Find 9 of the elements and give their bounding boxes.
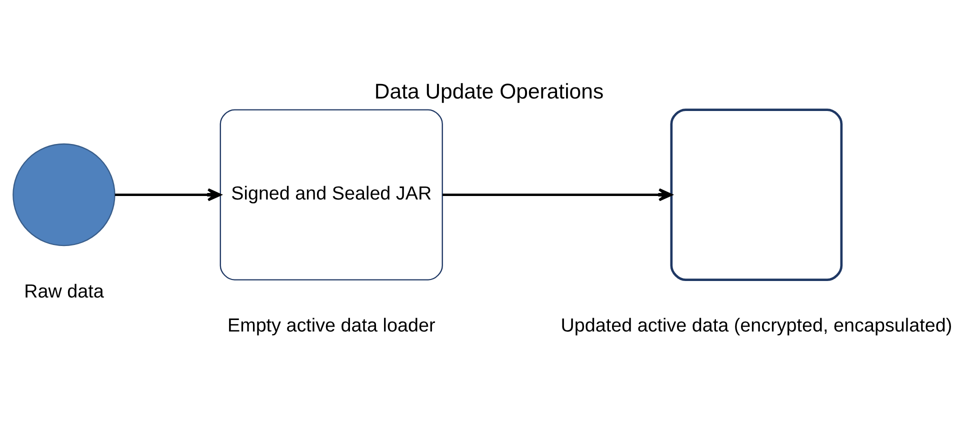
node-label: Empty active data loader — [228, 315, 436, 336]
node-label: Raw data — [24, 280, 104, 302]
arrow — [442, 188, 672, 201]
node-box: Signed and Sealed JAR — [220, 108, 443, 280]
node-circle — [12, 142, 116, 246]
node-box — [670, 108, 843, 280]
arrow — [115, 188, 222, 201]
diagram-title: Data Update Operations — [374, 78, 604, 103]
node-label: Updated active data (encrypted, encapsulated) — [560, 315, 952, 336]
